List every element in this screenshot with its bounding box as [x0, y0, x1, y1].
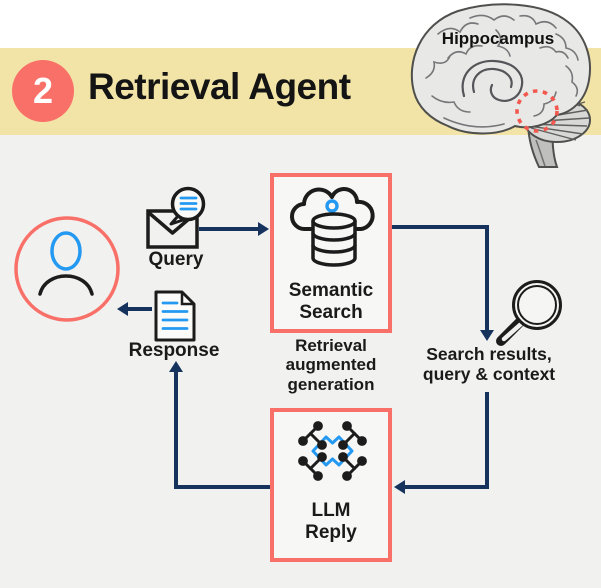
arrowhead-up	[169, 361, 183, 372]
search-results-label: Search results, query & context	[422, 344, 556, 384]
arrow-search-to-results	[392, 225, 489, 330]
message-lines	[179, 196, 198, 211]
arrow-results-to-llm	[404, 392, 489, 489]
rag-caption: Retrieval augmented generation	[285, 336, 377, 394]
arrowhead-left-user	[117, 302, 128, 316]
person-head	[50, 231, 82, 271]
step-number: 2	[32, 70, 54, 111]
document-icon	[154, 290, 196, 342]
envelope-message-icon	[146, 186, 206, 249]
magnifier-lens	[512, 280, 562, 330]
hippocampus-label: Hippocampus	[441, 29, 555, 48]
llm-reply-box: LLM Reply	[270, 408, 392, 562]
arrowhead-left	[394, 480, 405, 494]
person-circle	[14, 216, 120, 322]
speech-bubble-tail	[169, 214, 185, 226]
semantic-search-label: Semantic Search	[288, 280, 374, 323]
llm-reply-label: LLM Reply	[305, 500, 357, 543]
document-outline	[154, 290, 196, 342]
arrowhead-down	[480, 330, 494, 341]
arrowhead-right	[258, 222, 269, 236]
document-lines	[161, 301, 189, 330]
magnifier-icon	[496, 280, 562, 346]
magnifier-handle	[496, 317, 525, 346]
document-fold	[180, 292, 194, 306]
envelope-flap	[146, 210, 199, 235]
step-badge: 2	[12, 60, 74, 122]
speech-bubble	[170, 186, 206, 222]
person-icon	[14, 216, 120, 322]
semantic-search-box: Semantic Search	[270, 173, 392, 333]
response-label: Response	[128, 340, 220, 361]
query-label: Query	[148, 249, 204, 270]
page-title: Retrieval Agent	[88, 66, 351, 107]
person-shoulders	[38, 274, 94, 296]
